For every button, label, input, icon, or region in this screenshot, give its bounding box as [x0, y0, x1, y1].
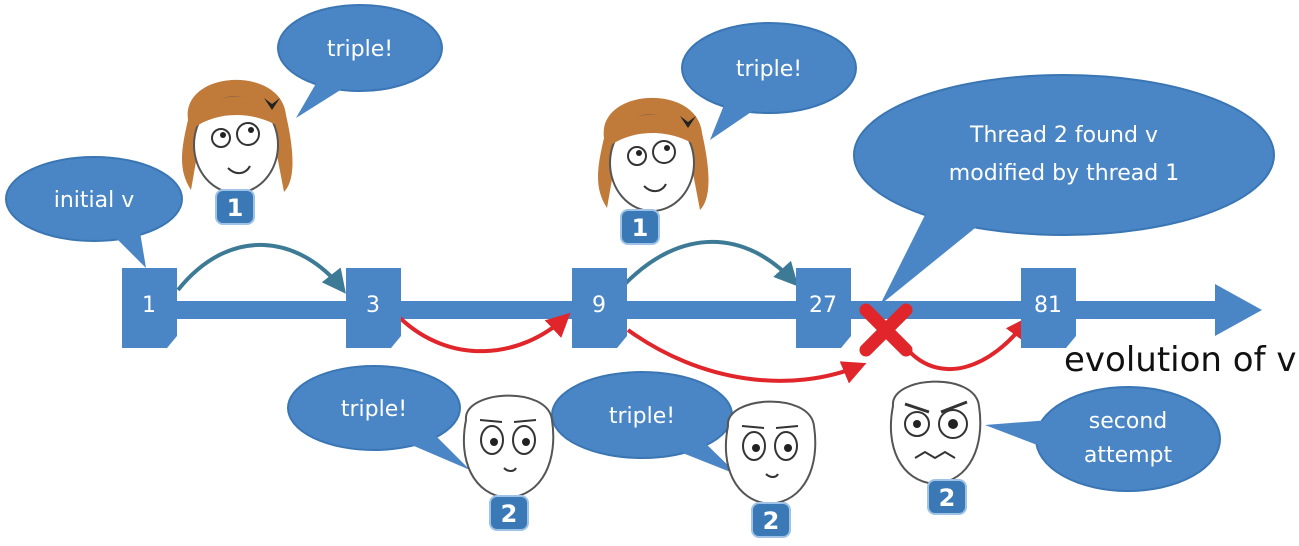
thread1-arrow-1-to-3: [176, 242, 346, 294]
rage-face-guy-icon: [724, 400, 817, 506]
bubble-thread2-first-text: triple!: [341, 397, 407, 422]
thread1-badge-label: 1: [632, 214, 649, 242]
bubble-thread2-second-text: triple!: [609, 404, 675, 429]
value-node-27-label: 27: [809, 293, 837, 318]
red-x-icon: [859, 303, 913, 357]
value-node-81: 81: [1021, 268, 1076, 348]
bubble-thread2-second: triple!: [551, 371, 738, 475]
rage-face-guy-icon: [462, 394, 555, 500]
bubble-thread1-second-text: triple!: [736, 57, 802, 82]
thread1-arrow-9-to-27: [623, 240, 799, 287]
thread1-badge: 1: [620, 209, 660, 245]
thread1-badge: 1: [215, 189, 255, 225]
rage-face-girl-icon: [598, 97, 709, 212]
bubble-second-attempt: second attempt: [985, 386, 1221, 492]
value-node-81-label: 81: [1034, 293, 1062, 318]
thread2-arrow-retry-to-81: [906, 316, 1030, 372]
thread2-arrow-9-to-fail: [626, 328, 867, 384]
thread2-badge: 2: [751, 502, 791, 538]
bubble-thread2-first: triple!: [287, 365, 470, 470]
bubble-conflict-line-1: Thread 2 found v: [969, 123, 1158, 148]
thread2-badge-label: 2: [763, 507, 780, 535]
bubble-thread1-second: triple!: [681, 22, 857, 140]
value-node-9: 9: [572, 268, 627, 348]
value-node-27: 27: [796, 268, 851, 348]
value-node-3-label: 3: [366, 293, 380, 318]
bubble-initial-v: initial v: [5, 156, 183, 268]
thread2-badge-label: 2: [939, 484, 956, 512]
value-node-9-label: 9: [592, 293, 606, 318]
value-node-3: 3: [346, 268, 401, 348]
bubble-second-attempt-line-2: attempt: [1084, 443, 1173, 468]
bubble-thread1-first-text: triple!: [327, 37, 393, 62]
rage-face-girl-icon: [182, 79, 293, 194]
bubble-conflict: Thread 2 found v modified by thread 1: [853, 74, 1275, 305]
rage-face-guy-icon: [889, 380, 982, 486]
bubble-thread1-first: triple!: [277, 4, 443, 118]
bubble-conflict-line-2: modified by thread 1: [949, 161, 1179, 186]
thread2-arrow-3-to-9: [398, 312, 571, 354]
bubble-second-attempt-line-1: second: [1089, 409, 1167, 434]
thread2-badge: 2: [489, 495, 529, 531]
thread2-badge-label: 2: [501, 500, 518, 528]
thread1-badge-label: 1: [227, 194, 244, 222]
bubble-initial-v-text: initial v: [54, 188, 135, 213]
value-node-1-label: 1: [142, 293, 156, 318]
thread2-badge: 2: [927, 479, 967, 515]
value-node-1: 1: [122, 268, 177, 348]
timeline-axis: [150, 284, 1262, 336]
axis-label: evolution of v: [1064, 340, 1296, 380]
